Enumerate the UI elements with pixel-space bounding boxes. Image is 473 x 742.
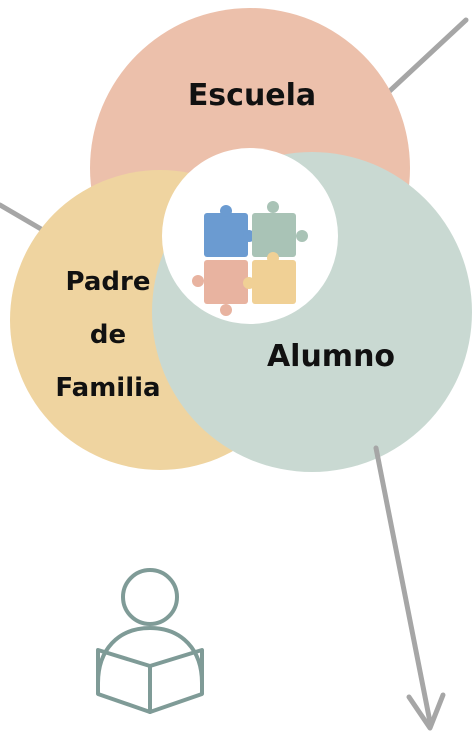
- label-padre-line-3: Familia: [55, 373, 160, 403]
- label-alumno: Alumno: [267, 339, 395, 374]
- label-padre-line-2: de: [90, 320, 126, 350]
- puzzle-piece-salmon: [192, 260, 248, 316]
- puzzle-pieces-icon: [192, 201, 308, 316]
- puzzle-piece-green: [252, 201, 308, 257]
- arrow-down: [373, 445, 446, 731]
- puzzle-piece-yellow: [243, 252, 296, 304]
- connector-line-escuela: [377, 17, 469, 103]
- person-reading-icon: [96, 568, 204, 714]
- label-padre-line-1: Padre: [66, 267, 151, 297]
- label-escuela: Escuela: [188, 78, 316, 113]
